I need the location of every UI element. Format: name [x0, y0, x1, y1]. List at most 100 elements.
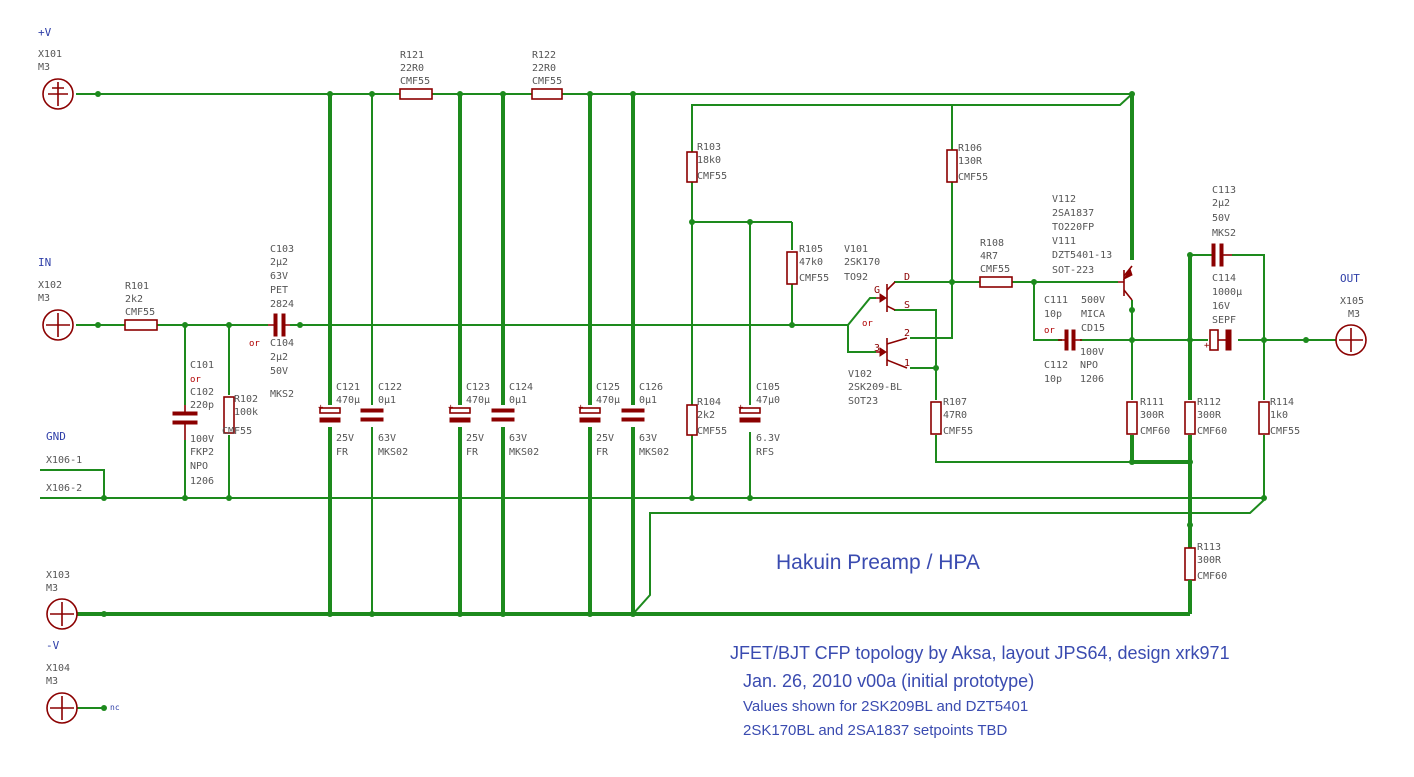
svg-text:MKS02: MKS02 [509, 447, 539, 458]
svg-text:M3: M3 [38, 293, 50, 304]
svg-text:C126: C126 [639, 382, 663, 393]
svg-text:R101: R101 [125, 281, 149, 292]
note-date-version: Jan. 26, 2010 v00a (initial prototype) [743, 671, 1034, 691]
svg-text:DZT5401-13: DZT5401-13 [1052, 250, 1112, 261]
svg-text:R103: R103 [697, 142, 721, 153]
connector-x101: +V X101 M3 [38, 26, 74, 110]
svg-text:18k0: 18k0 [697, 155, 721, 166]
svg-text:R114: R114 [1270, 397, 1294, 408]
connector-x106: GND X106-1 X106-2 [46, 430, 82, 494]
svg-text:47k0: 47k0 [799, 257, 823, 268]
jfet-v101: G D S V101 2SK170 TO92 [844, 244, 910, 312]
resistor-r106: R106 130R CMF55 [946, 143, 988, 183]
svg-text:M3: M3 [38, 62, 50, 73]
note-values: Values shown for 2SK209BL and DZT5401 [743, 698, 1028, 715]
resistor-r101: R101 2k2 CMF55 [124, 281, 158, 331]
capacitor-c105: + C105 47μ0 6.3V RFS [738, 382, 780, 458]
svg-text:or: or [862, 319, 873, 329]
resistor-r108: R108 4R7 CMF55 [979, 238, 1013, 288]
svg-text:C104: C104 [270, 338, 294, 349]
svg-text:CMF55: CMF55 [799, 273, 829, 284]
svg-text:X102: X102 [38, 280, 62, 291]
svg-text:CMF55: CMF55 [943, 426, 973, 437]
svg-text:M3: M3 [46, 583, 58, 594]
capacitor-c111: C111 10p 500V MICA CD15 or 100V C112 10p… [1044, 295, 1105, 385]
svg-text:2SK209-BL: 2SK209-BL [848, 382, 902, 393]
svg-text:+: + [1204, 341, 1210, 351]
svg-text:MKS2: MKS2 [1212, 228, 1236, 239]
svg-text:4R7: 4R7 [980, 251, 998, 262]
net-label-in: IN [38, 256, 51, 269]
svg-text:or: or [190, 375, 201, 385]
svg-text:16V: 16V [1212, 301, 1230, 312]
svg-text:25V: 25V [466, 433, 484, 444]
resistor-r121: R121 22R0 CMF55 [399, 50, 433, 100]
capacitor-c103: C103 2μ2 63V PET 2824 or C104 2μ2 50V MK… [249, 244, 294, 400]
svg-text:470μ: 470μ [466, 395, 490, 406]
svg-text:100V: 100V [190, 434, 214, 445]
svg-text:M3: M3 [1348, 309, 1360, 320]
jfet-v102: 3 2 1 V102 2SK209-BL SOT23 [848, 328, 910, 407]
svg-text:MKS02: MKS02 [378, 447, 408, 458]
svg-text:47μ0: 47μ0 [756, 395, 780, 406]
svg-text:R111: R111 [1140, 397, 1164, 408]
note-topology: JFET/BJT CFP topology by Aksa, layout JP… [730, 643, 1230, 663]
svg-text:220p: 220p [190, 400, 214, 411]
note-setpoints: 2SK170BL and 2SA1837 setpoints TBD [743, 722, 1008, 739]
svg-text:63V: 63V [509, 433, 527, 444]
svg-text:CMF55: CMF55 [222, 426, 252, 437]
capacitor-c126: C126 0μ1 63V MKS02 [621, 382, 669, 458]
svg-text:CMF55: CMF55 [400, 76, 430, 87]
resistor-r102: R102 100k CMF55 [222, 394, 258, 437]
connector-x104: -V X104 M3 nc [46, 639, 120, 724]
svg-text:25V: 25V [336, 433, 354, 444]
resistor-r112: R112 300R CMF60 [1184, 397, 1227, 437]
svg-text:R106: R106 [958, 143, 982, 154]
svg-text:+: + [738, 403, 744, 413]
svg-text:100V: 100V [1080, 347, 1104, 358]
svg-text:V112: V112 [1052, 194, 1076, 205]
svg-text:300R: 300R [1140, 410, 1165, 421]
svg-text:X104: X104 [46, 663, 70, 674]
svg-text:C111: C111 [1044, 295, 1068, 306]
capacitor-c122: C122 0μ1 63V MKS02 [360, 382, 408, 458]
resistor-r114: R114 1k0 CMF55 [1258, 397, 1300, 437]
svg-text:R102: R102 [234, 394, 258, 405]
net-label-gnd: GND [46, 430, 66, 443]
svg-text:MKS02: MKS02 [639, 447, 669, 458]
nc-label: nc [110, 703, 120, 712]
svg-text:50V: 50V [270, 366, 288, 377]
svg-text:130R: 130R [958, 156, 983, 167]
svg-text:V101: V101 [844, 244, 868, 255]
svg-text:R121: R121 [400, 50, 424, 61]
svg-text:0μ1: 0μ1 [378, 395, 396, 406]
svg-text:1: 1 [904, 358, 910, 369]
svg-text:C123: C123 [466, 382, 490, 393]
svg-text:300R: 300R [1197, 555, 1222, 566]
resistor-r104: R104 2k2 CMF55 [686, 397, 727, 437]
svg-text:500V: 500V [1081, 295, 1105, 306]
svg-text:MKS2: MKS2 [270, 389, 294, 400]
svg-text:C102: C102 [190, 387, 214, 398]
svg-text:63V: 63V [639, 433, 657, 444]
svg-text:1206: 1206 [190, 476, 214, 487]
svg-text:FR: FR [596, 447, 609, 458]
svg-text:1k0: 1k0 [1270, 410, 1288, 421]
resistor-r105: R105 47k0 CMF55 [786, 244, 829, 285]
svg-text:X103: X103 [46, 570, 70, 581]
svg-text:63V: 63V [270, 271, 288, 282]
connector-x105: OUT X105 M3 [1335, 272, 1367, 356]
svg-text:2μ2: 2μ2 [270, 257, 288, 268]
svg-text:6.3V: 6.3V [756, 433, 780, 444]
svg-text:470μ: 470μ [336, 395, 360, 406]
svg-text:R108: R108 [980, 238, 1004, 249]
junctions [95, 91, 1309, 711]
svg-text:CMF60: CMF60 [1140, 426, 1170, 437]
svg-text:2SA1837: 2SA1837 [1052, 208, 1094, 219]
resistor-r107: R107 47R0 CMF55 [930, 397, 973, 437]
svg-text:NPO: NPO [1080, 360, 1098, 371]
svg-text:FKP2: FKP2 [190, 447, 214, 458]
svg-text:CMF60: CMF60 [1197, 426, 1227, 437]
svg-text:2k2: 2k2 [125, 294, 143, 305]
